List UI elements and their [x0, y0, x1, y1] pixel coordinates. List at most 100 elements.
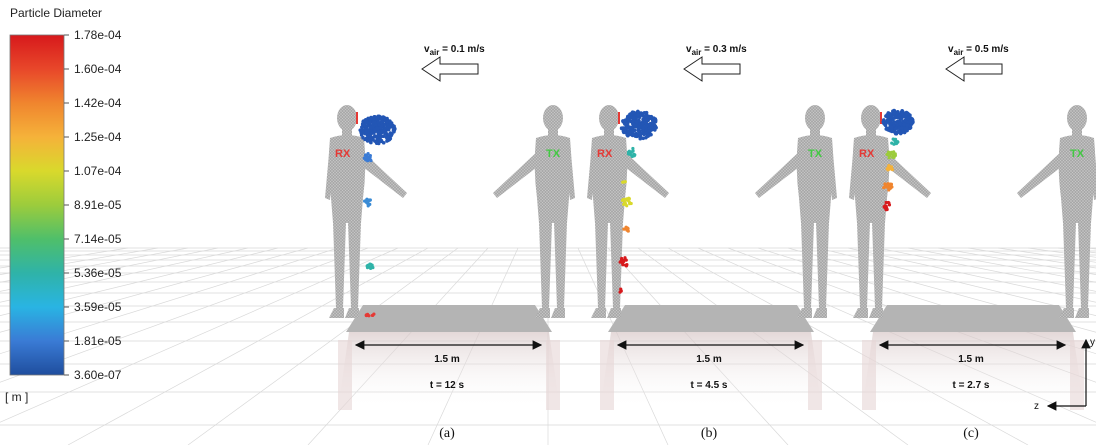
rx-reflection — [862, 340, 876, 410]
particle — [640, 122, 645, 126]
particle — [383, 129, 388, 134]
grid-line-v — [0, 247, 309, 333]
grid-line-v — [0, 247, 249, 303]
air-sub: air — [692, 48, 702, 57]
particle — [632, 154, 636, 158]
particle — [364, 200, 368, 204]
particle — [887, 127, 891, 132]
grid-line-v — [0, 247, 399, 423]
particle — [366, 151, 370, 156]
particle — [365, 197, 369, 201]
colorbar-tick-label: 1.81e-05 — [74, 334, 122, 348]
air-value: = 0.3 m/s — [701, 44, 747, 55]
particle — [377, 130, 382, 135]
particle — [365, 121, 369, 125]
particle — [905, 125, 909, 130]
particle — [387, 124, 392, 128]
grid-line-v — [0, 247, 369, 383]
particle — [390, 123, 395, 128]
grid-line-v — [667, 247, 1029, 445]
particle — [886, 168, 890, 172]
particle — [892, 121, 896, 125]
airflow-arrow-icon — [945, 56, 1003, 82]
particle — [361, 135, 365, 140]
particle — [629, 201, 633, 206]
particle — [374, 141, 379, 145]
particle — [619, 258, 623, 263]
particle — [625, 226, 630, 230]
grid-line-v — [0, 247, 279, 316]
legend-title: Particle Diameter — [10, 6, 102, 20]
tx-label: TX — [808, 148, 823, 160]
particle — [387, 137, 392, 142]
particle — [364, 313, 369, 318]
particle — [638, 133, 643, 137]
particle — [651, 121, 656, 126]
particle-cloud — [618, 109, 658, 294]
colorbar-tick-label: 1.60e-04 — [74, 62, 122, 76]
particle — [649, 125, 654, 129]
particle — [379, 123, 384, 128]
particle — [645, 133, 650, 137]
colorbar-tick-label: 7.14e-05 — [74, 232, 122, 246]
particle — [648, 121, 653, 126]
particle — [639, 135, 643, 140]
particle — [379, 115, 384, 120]
particle — [365, 266, 370, 270]
particle — [368, 128, 373, 132]
particle — [893, 137, 898, 141]
particle — [631, 146, 635, 151]
rx-label: RX — [335, 148, 351, 160]
particle — [888, 186, 893, 190]
air-v: v — [948, 44, 954, 55]
panel-caption: (c) — [963, 426, 979, 441]
distance-label: 1.5 m — [958, 354, 984, 365]
particle — [627, 151, 631, 155]
distance-label: 1.5 m — [434, 354, 460, 365]
particle — [622, 227, 626, 231]
particle — [625, 132, 629, 137]
airflow-arrow-icon — [421, 56, 479, 82]
particle — [626, 198, 630, 202]
particle — [368, 198, 372, 202]
particle-cloud — [358, 114, 397, 318]
tx-reflection — [808, 340, 822, 410]
particle — [626, 117, 630, 122]
axis-triad: z y — [1034, 337, 1095, 412]
particle — [901, 114, 906, 119]
grid-line-v — [787, 247, 1096, 333]
particle — [886, 150, 891, 154]
particle — [886, 200, 890, 205]
particle — [886, 117, 890, 122]
particle — [624, 125, 629, 130]
particle — [632, 115, 636, 120]
colorbar-tick-label: 5.36e-05 — [74, 266, 122, 280]
particle — [371, 266, 375, 270]
particle — [618, 290, 622, 294]
particle — [647, 129, 652, 133]
particle — [363, 153, 368, 157]
tx-reflection — [546, 340, 560, 410]
grid-line-v — [877, 247, 1096, 292]
particle — [631, 129, 635, 134]
particle — [905, 116, 910, 121]
particle — [633, 123, 638, 127]
air-value: = 0.5 m/s — [963, 44, 1009, 55]
particle — [887, 156, 891, 160]
time-label: t = 2.7 s — [953, 380, 990, 391]
particle — [367, 133, 371, 138]
floor-reflection — [862, 332, 1084, 410]
particle — [892, 116, 897, 120]
particle — [623, 180, 627, 184]
particle — [621, 180, 625, 184]
particle — [644, 114, 648, 119]
colorbar-ticks: 1.78e-041.60e-041.42e-041.25e-041.07e-04… — [64, 28, 122, 382]
particle — [649, 115, 653, 120]
time-label: t = 4.5 s — [691, 380, 728, 391]
tx-label: TX — [546, 148, 561, 160]
particle — [381, 134, 386, 138]
particle — [893, 129, 897, 134]
particle — [624, 202, 628, 206]
distance-label: 1.5 m — [696, 354, 722, 365]
